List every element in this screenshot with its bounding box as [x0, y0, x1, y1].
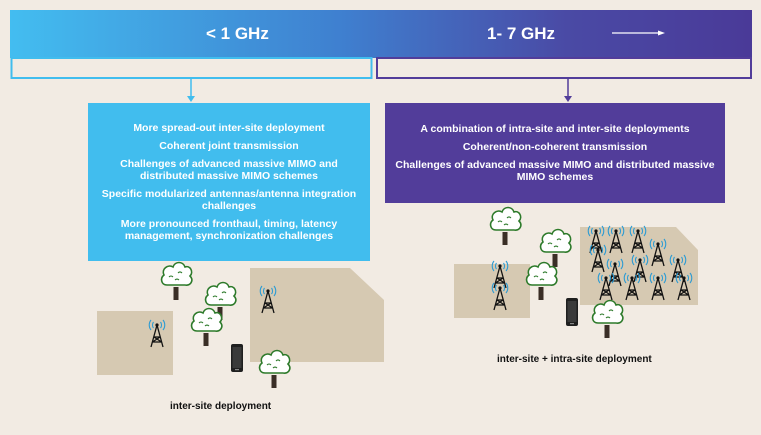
left-connector-arrowhead — [187, 96, 195, 102]
tree-icon — [489, 206, 522, 246]
right-caption: inter-site + intra-site deployment — [497, 354, 652, 365]
tree-icon — [539, 228, 572, 268]
tree-icon — [190, 307, 223, 347]
ground-patch-small — [454, 264, 530, 318]
frequency-banner: < 1 GHz 1- 7 GHz — [10, 10, 752, 58]
ground-patch-right — [250, 268, 384, 362]
left-panel: More spread-out inter-site deployment Co… — [88, 103, 370, 261]
right-panel-item: Challenges of advanced massive MIMO and … — [395, 159, 715, 183]
ground-patch-left — [97, 311, 173, 375]
right-panel: A combination of intra-site and inter-si… — [385, 103, 725, 203]
right-panel-item: A combination of intra-site and inter-si… — [420, 123, 690, 135]
tree-icon — [591, 299, 624, 339]
right-bracket — [376, 57, 752, 79]
left-panel-item: More spread-out inter-site deployment — [133, 122, 325, 134]
left-caption: inter-site deployment — [170, 401, 272, 412]
tree-icon — [160, 261, 193, 301]
smartphone-icon — [566, 298, 578, 326]
left-band-label: < 1 GHz — [206, 24, 269, 43]
left-panel-item: More pronounced fronthaul, timing, laten… — [120, 218, 338, 242]
smartphone-icon — [231, 344, 243, 372]
right-band-label: 1- 7 GHz — [487, 24, 556, 43]
left-panel-item: Specific modularized antennas/antenna in… — [101, 188, 357, 212]
tree-icon — [258, 349, 291, 389]
left-bracket — [10, 57, 373, 79]
left-panel-item: Coherent joint transmission — [159, 140, 299, 152]
right-panel-item: Coherent/non-coherent transmission — [462, 141, 648, 153]
tree-icon — [525, 261, 558, 301]
arrow-right-icon — [612, 30, 665, 36]
left-panel-item: Challenges of advanced massive MIMO and … — [120, 158, 338, 182]
right-connector-arrowhead — [564, 96, 572, 102]
